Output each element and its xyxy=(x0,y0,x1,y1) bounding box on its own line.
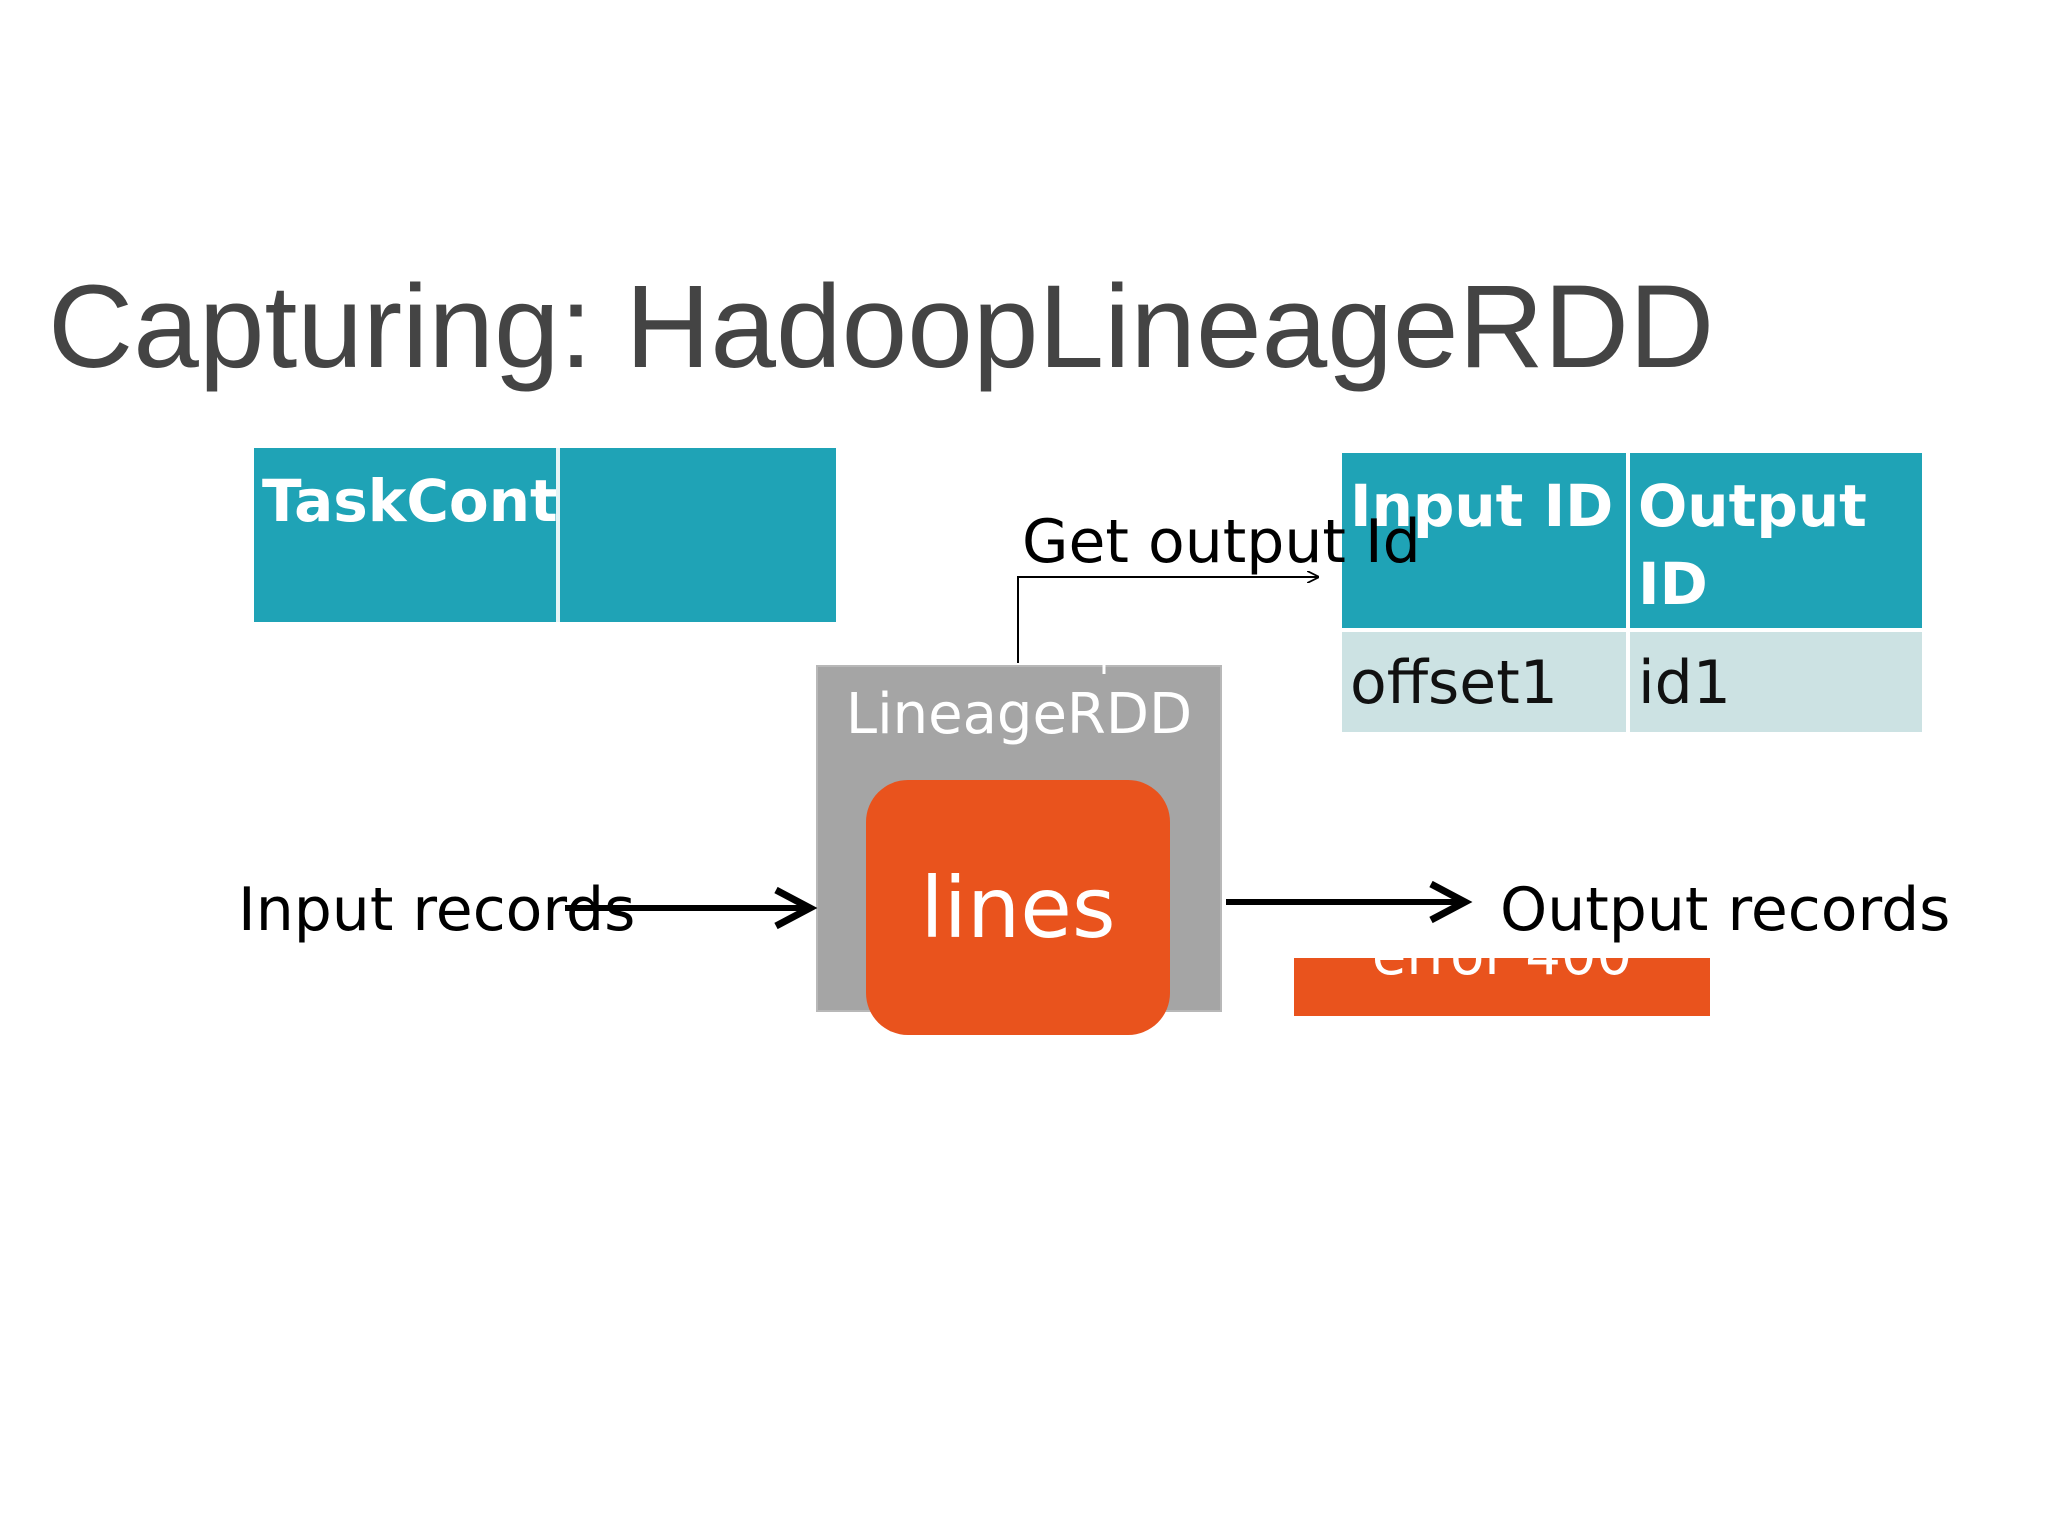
lines-rdd-label: lines xyxy=(920,858,1116,957)
error-record-text: error 400 xyxy=(1294,958,1710,986)
lineage-rdd-label: LineageRDD xyxy=(845,682,1193,747)
table-header-row: Input ID Output ID xyxy=(1342,453,1922,628)
task-context-value xyxy=(560,448,836,622)
get-output-id-label: Get output Id xyxy=(1022,507,1421,577)
lines-rdd-box: lines xyxy=(866,780,1170,1035)
input-id-header: Input ID xyxy=(1342,453,1630,628)
error-record-box: error 400 xyxy=(1294,958,1710,1016)
input-output-id-table: Input ID Output ID offset1 id1 xyxy=(1342,453,1922,732)
task-context-table: TaskContext xyxy=(254,448,836,622)
output-arrow xyxy=(1226,880,1473,924)
input-id-cell: offset1 xyxy=(1342,632,1630,732)
table-row: offset1 id1 xyxy=(1342,632,1922,732)
task-context-label: TaskContext xyxy=(254,448,560,622)
input-records-label: Input records xyxy=(238,875,636,945)
output-records-label: Output records xyxy=(1500,875,1951,945)
output-id-cell: id1 xyxy=(1630,632,1922,732)
slide-title: Capturing: HadoopLineageRDD xyxy=(48,261,1715,393)
output-id-header: Output ID xyxy=(1630,453,1922,628)
get-output-connector xyxy=(1017,577,1318,663)
